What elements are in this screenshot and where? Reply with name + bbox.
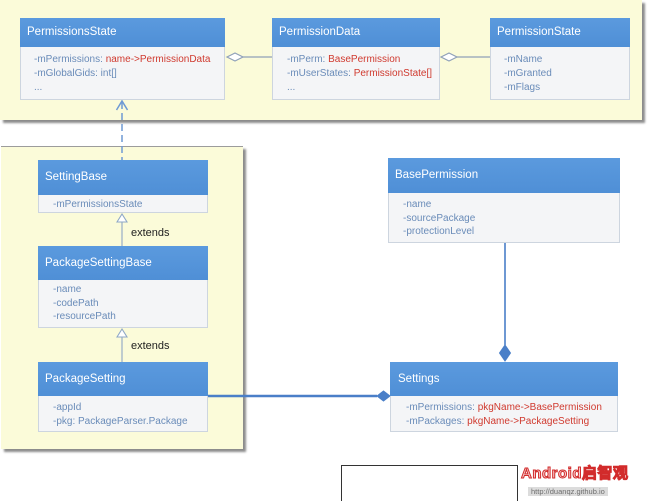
field-ellipsis: ... bbox=[34, 82, 43, 93]
aggregation-diamond-permissions-state bbox=[225, 52, 245, 62]
class-setting-base: SettingBase -mPermissionsState bbox=[38, 160, 208, 213]
class-package-setting: PackageSetting -appId -pkg: PackageParse… bbox=[38, 362, 208, 432]
class-name-base-permission: BasePermission bbox=[388, 158, 620, 193]
composition-diamond-settings-top bbox=[498, 344, 512, 362]
field-name: -name bbox=[403, 199, 432, 210]
extends-label-lower: extends bbox=[131, 340, 170, 352]
class-name-settings: Settings bbox=[390, 362, 618, 396]
field-m-granted: -mGranted bbox=[504, 68, 552, 79]
field-m-perm: -mPerm: BasePermission bbox=[287, 53, 439, 67]
field-resource-path: -resourcePath bbox=[53, 311, 116, 322]
field-label: -mPermissions: bbox=[34, 54, 106, 65]
class-base-permission: BasePermission -name -sourcePackage -pro… bbox=[388, 158, 620, 243]
field-label: -mPerm: bbox=[287, 54, 329, 65]
field-type: PermissionState[] bbox=[353, 68, 433, 79]
field-type: pkgName->BasePermission bbox=[477, 402, 602, 413]
extends-triangle-setting-base bbox=[116, 212, 128, 223]
class-permission-data: PermissionData -mPerm: BasePermission -m… bbox=[272, 18, 440, 100]
class-name-package-setting-base: PackageSettingBase bbox=[38, 246, 208, 280]
field-m-packages: -mPackages: pkgName->PackageSetting bbox=[406, 415, 617, 429]
aggregation-diamond-permission-data bbox=[439, 52, 459, 62]
field-m-global-gids: -mGlobalGids: int[] bbox=[34, 68, 117, 79]
field-m-user-states: -mUserStates: PermissionState[] bbox=[287, 67, 439, 81]
field-app-id: -appId bbox=[53, 402, 82, 413]
field-type: name->PermissionData bbox=[105, 54, 211, 65]
watermark-url: http://duanqz.github.io bbox=[528, 487, 608, 496]
extends-triangle-package-setting-base bbox=[116, 327, 128, 338]
field-list-settings: -mPermissions: pkgName->BasePermission -… bbox=[390, 396, 618, 432]
field-type: BasePermission bbox=[328, 54, 401, 65]
field-label: -mPackages: bbox=[406, 416, 468, 427]
field-list-permission-data: -mPerm: BasePermission -mUserStates: Per… bbox=[272, 47, 440, 100]
class-name-permission-state: PermissionState bbox=[490, 18, 630, 47]
field-m-permissions: -mPermissions: pkgName->BasePermission bbox=[406, 401, 617, 415]
field-list-permissions-state: -mPermissions: name->PermissionData -mGl… bbox=[20, 47, 225, 100]
field-m-permissions: -mPermissions: name->PermissionData bbox=[34, 53, 224, 67]
field-list-permission-state: -mName -mGranted -mFlags bbox=[490, 47, 630, 100]
class-name-setting-base: SettingBase bbox=[38, 160, 208, 195]
field-pkg: -pkg: PackageParser.Package bbox=[53, 416, 188, 427]
field-label: -mUserStates: bbox=[287, 68, 354, 79]
class-permission-state: PermissionState -mName -mGranted -mFlags bbox=[490, 18, 630, 100]
field-label: -mPermissions: bbox=[406, 402, 478, 413]
extends-label-upper: extends bbox=[131, 227, 170, 239]
dependency-arrowhead bbox=[115, 99, 129, 111]
field-name: -name bbox=[53, 284, 82, 295]
watermark-brand: Android启智观 bbox=[521, 465, 629, 483]
class-package-setting-base: PackageSettingBase -name -codePath -reso… bbox=[38, 246, 208, 328]
field-type: pkgName->PackageSetting bbox=[467, 416, 590, 427]
field-list-base-permission: -name -sourcePackage -protectionLevel bbox=[388, 193, 620, 243]
field-code-path: -codePath bbox=[53, 297, 99, 309]
watermark-logo: Android启智观 http://duanqz.github.io bbox=[518, 460, 650, 501]
field-list-package-setting: -appId -pkg: PackageParser.Package bbox=[38, 396, 208, 432]
field-m-name: -mName bbox=[504, 54, 543, 65]
field-m-permissions-state: -mPermissionsState bbox=[53, 199, 143, 210]
field-list-setting-base: -mPermissionsState bbox=[38, 195, 208, 213]
class-name-package-setting: PackageSetting bbox=[38, 362, 208, 396]
field-ellipsis: ... bbox=[287, 82, 296, 93]
class-settings: Settings -mPermissions: pkgName->BasePer… bbox=[390, 362, 618, 432]
field-protection-level: -protectionLevel bbox=[403, 226, 475, 237]
class-name-permissions-state: PermissionsState bbox=[20, 18, 225, 47]
class-permissions-state: PermissionsState -mPermissions: name->Pe… bbox=[20, 18, 225, 100]
field-source-package: -sourcePackage bbox=[403, 212, 476, 224]
field-list-package-setting-base: -name -codePath -resourcePath bbox=[38, 280, 208, 328]
composition-diamond-settings-left bbox=[376, 390, 391, 402]
caption-frame bbox=[341, 465, 518, 501]
class-name-permission-data: PermissionData bbox=[272, 18, 440, 47]
field-m-flags: -mFlags bbox=[504, 82, 541, 93]
